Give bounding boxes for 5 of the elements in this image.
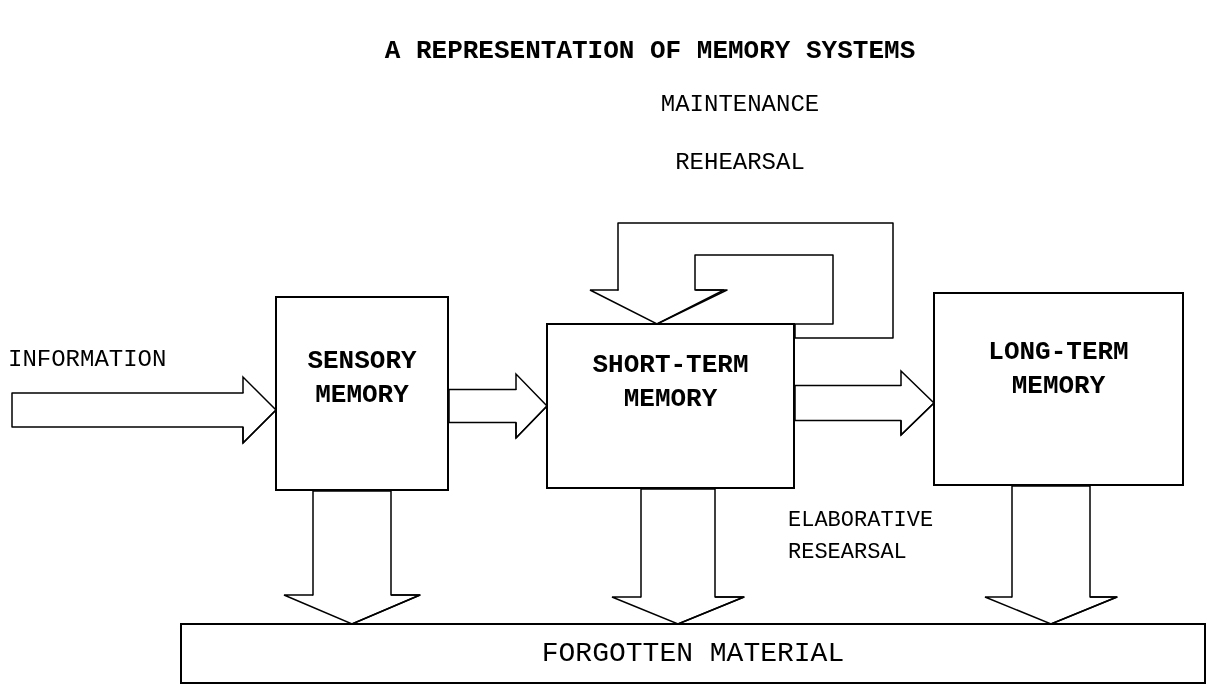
memory-box: LONG-TERM MEMORY (933, 292, 1184, 486)
memory-box: FORGOTTEN MATERIAL (180, 623, 1206, 684)
title: A REPRESENTATION OF MEMORY SYSTEMS (383, 35, 917, 68)
memory-box: SENSORY MEMORY (275, 296, 449, 491)
memory-box: SHORT-TERM MEMORY (546, 323, 795, 489)
